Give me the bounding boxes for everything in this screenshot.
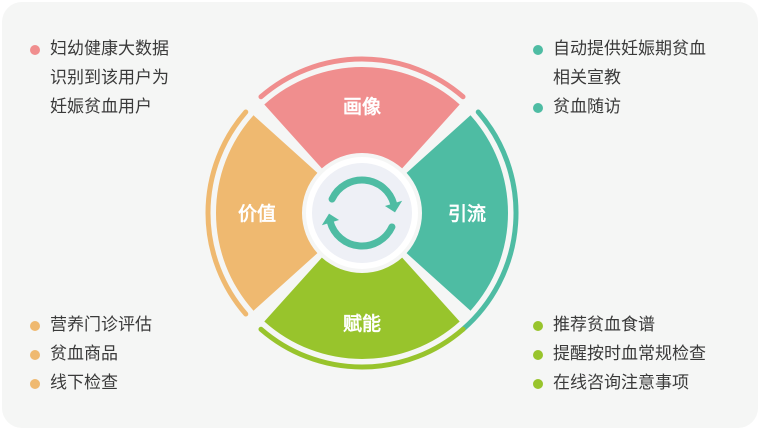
note-item: 线下检查: [30, 369, 152, 398]
note-item: 贫血随访: [533, 93, 706, 122]
note-line: 线下检查: [50, 373, 118, 393]
note-line: 在线咨询注意事项: [553, 373, 689, 393]
bullet-dot-pink: [30, 45, 40, 55]
outer-ring-left: [205, 109, 249, 317]
bullet-dot-green: [533, 379, 543, 389]
note-item: 提醒按时血常规检查: [533, 340, 706, 369]
note-line: 自动提供妊娠期贫血: [553, 39, 706, 59]
segment-top: [264, 67, 460, 169]
bullet-dot-orange: [30, 350, 40, 360]
segment-left: [216, 115, 318, 311]
note-item: 推荐贫血食谱: [533, 311, 706, 340]
note-item: 营养门诊评估: [30, 311, 152, 340]
outer-ring-bottom: [258, 326, 466, 370]
segment-label-left: 价值: [238, 202, 276, 225]
bullet-dot-green: [533, 321, 543, 331]
note-top-right: 自动提供妊娠期贫血 相关宣教 贫血随访: [533, 35, 706, 122]
note-item: 妇幼健康大数据 识别到该用户为 妊娠贫血用户: [30, 35, 169, 122]
bullet-dot-teal: [533, 45, 543, 55]
note-line: 识别到该用户为: [50, 68, 169, 88]
note-top-left: 妇幼健康大数据 识别到该用户为 妊娠贫血用户: [30, 35, 169, 122]
note-line: 营养门诊评估: [50, 315, 152, 335]
segment-label-top: 画像: [343, 95, 382, 118]
bullet-dot-green: [533, 350, 543, 360]
segment-label-bottom: 赋能: [343, 312, 381, 335]
segment-right: [406, 115, 508, 311]
note-line: 妇幼健康大数据: [50, 39, 169, 59]
cycle-arrows-icon: [321, 176, 403, 250]
note-line: 推荐贫血食谱: [553, 315, 655, 335]
note-bottom-right: 推荐贫血食谱 提醒按时血常规检查 在线咨询注意事项: [533, 311, 706, 398]
bullet-dot-teal: [533, 103, 543, 113]
note-line: 贫血随访: [553, 97, 621, 117]
note-item: 自动提供妊娠期贫血 相关宣教: [533, 35, 706, 93]
outer-ring-right: [460, 109, 519, 332]
bullet-dot-orange: [30, 321, 40, 331]
note-line: 妊娠贫血用户: [50, 97, 152, 117]
note-line: 提醒按时血常规检查: [553, 344, 706, 364]
segment-label-right: 引流: [448, 202, 486, 225]
bullet-dot-orange: [30, 379, 40, 389]
note-line: 贫血商品: [50, 344, 118, 364]
segment-bottom: [264, 257, 460, 359]
note-item: 在线咨询注意事项: [533, 369, 706, 398]
note-line: 相关宣教: [553, 68, 621, 88]
note-item: 贫血商品: [30, 340, 152, 369]
outer-ring-top: [258, 56, 466, 100]
note-bottom-left: 营养门诊评估 贫血商品 线下检查: [30, 311, 152, 398]
